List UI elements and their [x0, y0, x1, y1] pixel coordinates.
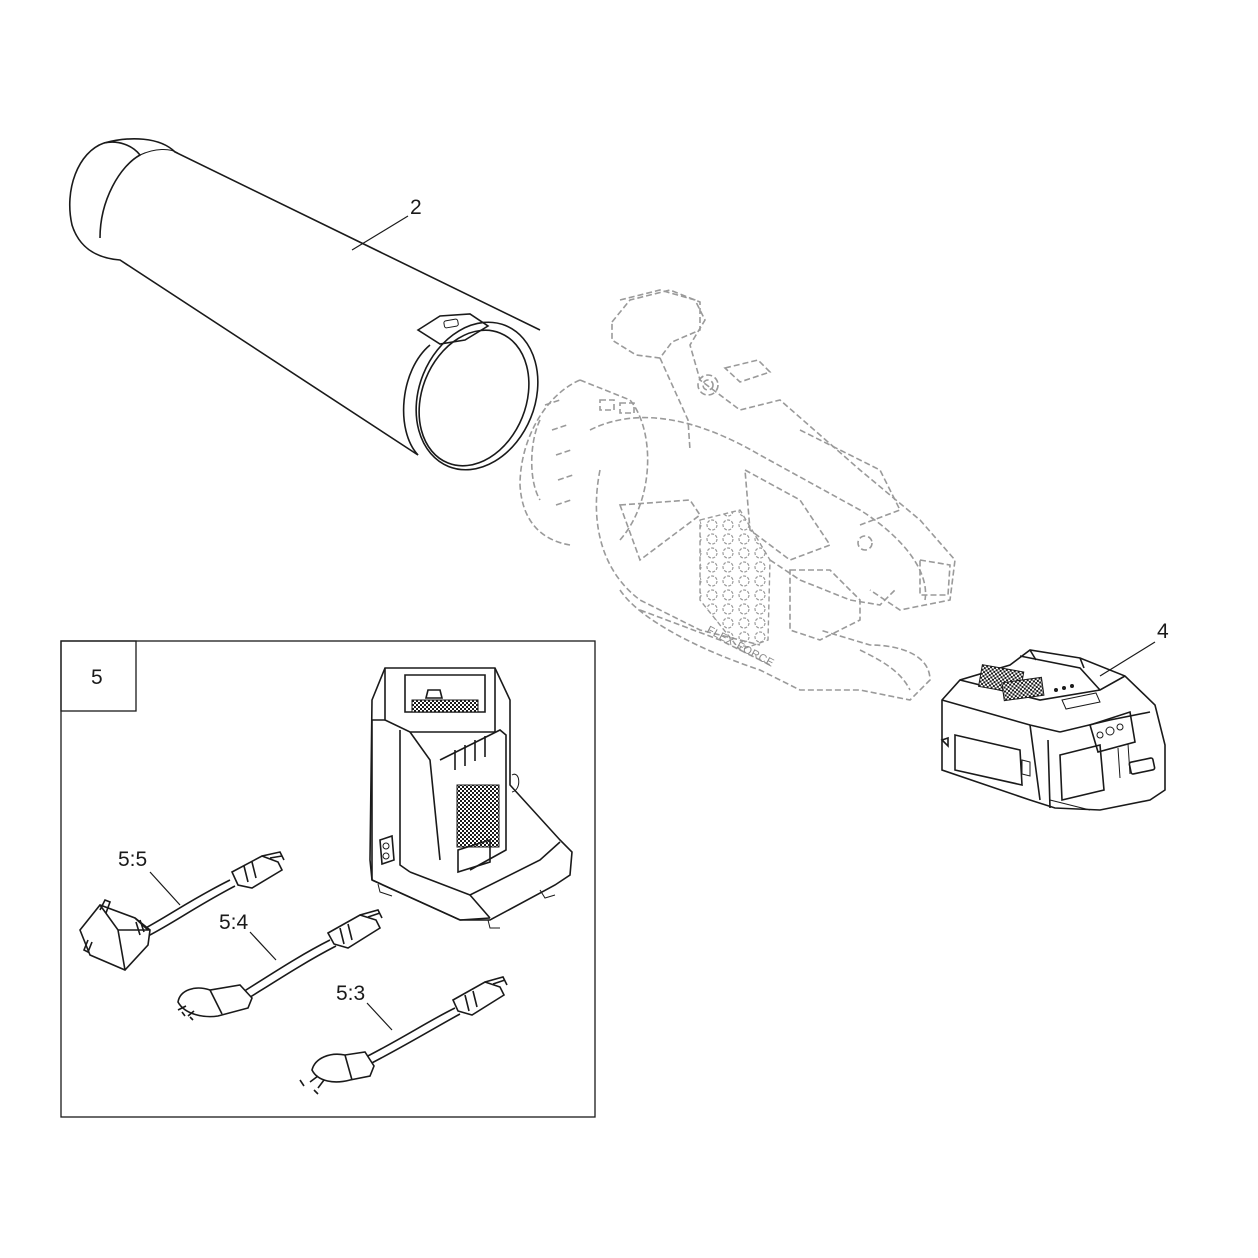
battery-charger [369, 667, 573, 929]
leader-lines [149, 215, 1156, 1031]
eu-power-cord [177, 909, 383, 1021]
uk-power-cord [79, 851, 285, 971]
leader-au [366, 1002, 393, 1031]
callout-eu-plug: 5:4 [219, 911, 249, 934]
leader-uk [149, 871, 181, 906]
leader-eu [249, 931, 277, 961]
charger-kit-frame [60, 640, 596, 1118]
callout-uk-plug: 5:5 [118, 848, 147, 871]
leader-tube [351, 215, 409, 251]
callout-au-plug: 5:3 [336, 982, 365, 1005]
callout-battery: 4 [1157, 620, 1169, 643]
callout-kit: 5 [91, 666, 103, 689]
au-power-cord [299, 976, 508, 1095]
leader-battery [1099, 641, 1156, 677]
blower-tube [68, 138, 541, 471]
battery-pack [940, 649, 1166, 811]
blower-body-ghost: FLEX-FORCE [519, 289, 956, 701]
callout-tube: 2 [410, 196, 422, 219]
